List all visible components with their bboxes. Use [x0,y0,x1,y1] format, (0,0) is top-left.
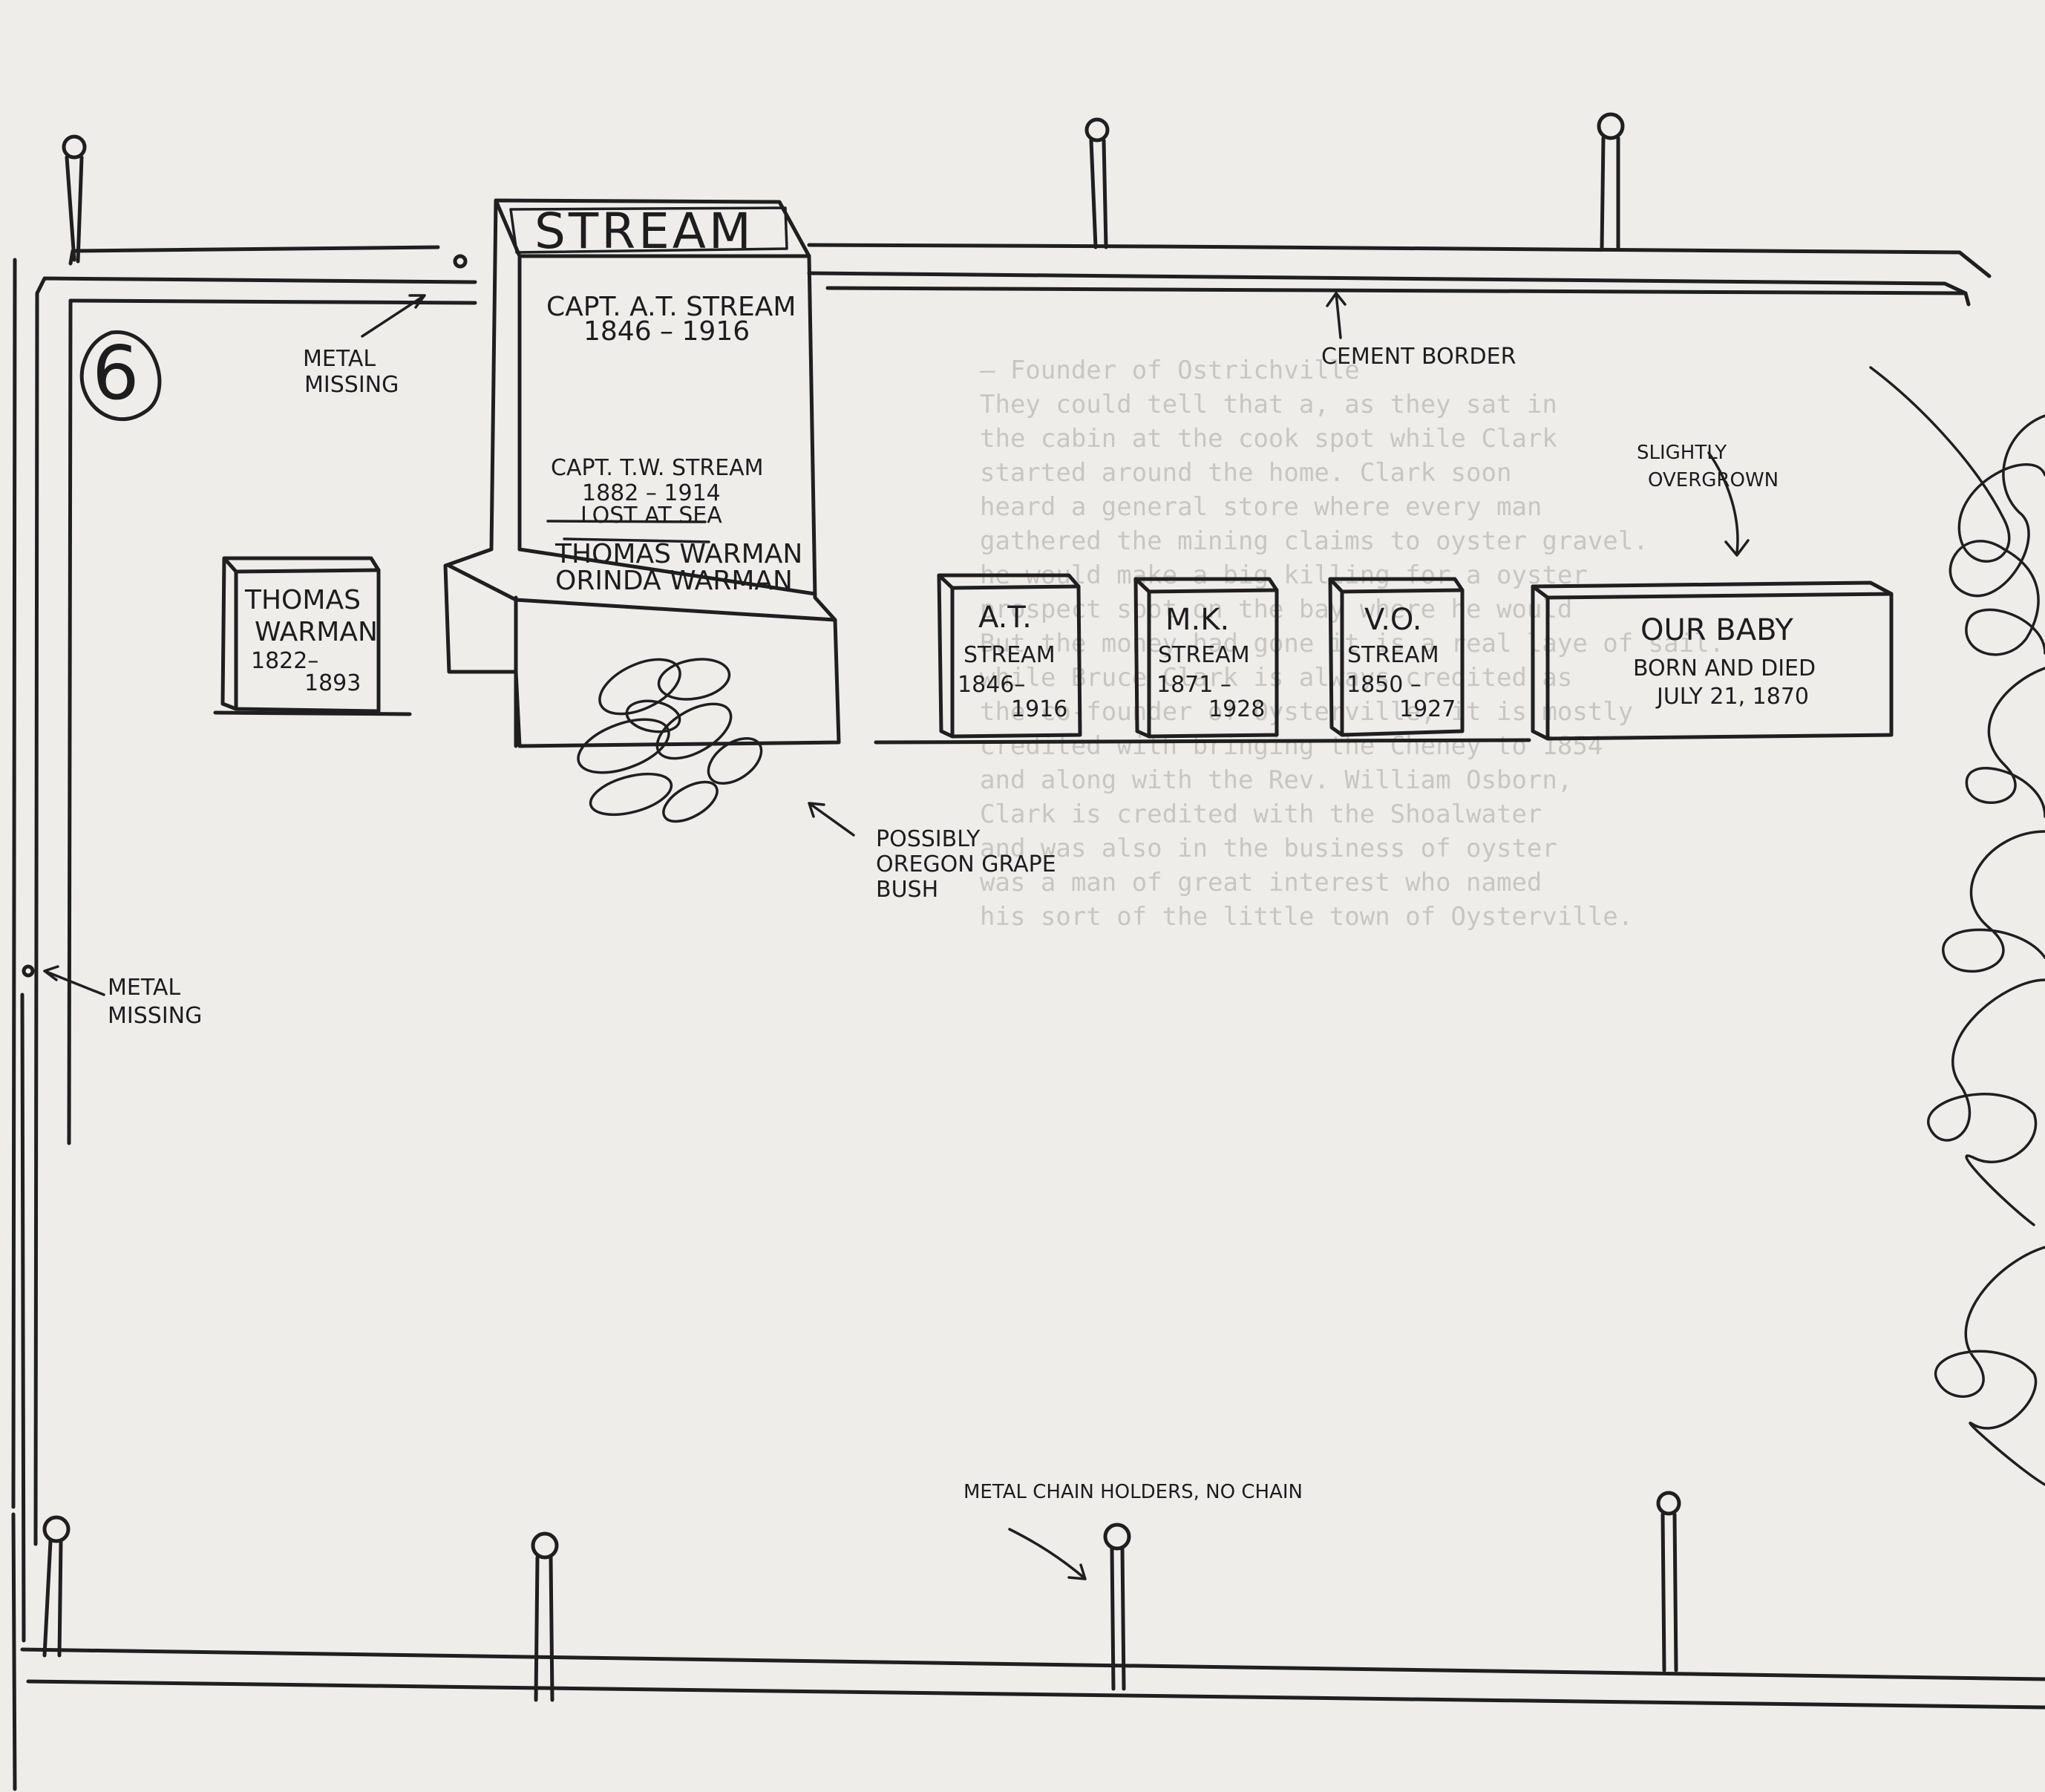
annotation-cement-border: CEMENT BORDER [1321,344,1516,370]
annotation-metal-missing-top-1: METAL [303,346,376,372]
headstone-4-line-3: 1850 – [1347,672,1421,698]
headstone-2-line-1: A.T. [978,601,1032,635]
annotation-grape-bush-1: POSSIBLY [876,826,981,852]
family-stone-line-5: LOST AT SEA [580,503,722,529]
bleed-line: and was also in the business of oyster [980,834,1557,863]
bleed-line: the cabin at the cook spot while Clark [980,424,1557,454]
headstone-vo-stream [1328,577,1465,737]
headstone-1-line-1: THOMAS [244,585,361,615]
bleed-line: his sort of the little town of Oystervil… [980,902,1633,932]
annotation-grape-bush-3: BUSH [876,877,938,903]
annotation-arrows [43,292,1750,1580]
headstone-row-base [874,738,1531,745]
headstone-3-line-2: STREAM [1158,642,1250,668]
annotation-slightly-overgrown-1: SLIGHTLY [1637,442,1727,464]
bleed-line: Clark is credited with the Shoalwater [980,799,1542,829]
annotation-metal-missing-top-2: MISSING [304,372,399,398]
annotation-metal-missing-left-1: METAL [108,975,180,1001]
overgrowth-scribble [1869,366,2045,1486]
bleed-line: and along with the Rev. William Osborn, [980,765,1572,795]
headstone-2-line-2: STREAM [963,642,1056,668]
annotation-chain-holders: METAL CHAIN HOLDERS, NO CHAIN [963,1481,1303,1503]
family-stone-line-3: CAPT. T.W. STREAM [551,455,764,481]
annotation-grape-bush-2: OREGON GRAPE [876,851,1056,877]
annotation-slightly-overgrown-2: OVERGROWN [1648,469,1779,491]
annotation-metal-missing-left-2: MISSING [108,1003,202,1029]
headstone-5-line-2: BORN AND DIED [1633,655,1816,681]
headstone-4-line-1: V.O. [1364,603,1422,637]
cement-border [11,243,2045,1791]
family-stone-line-4: 1882 – 1914 [582,480,721,506]
stream-family-monument [443,198,841,748]
bleed-line: — Founder of Ostrichville [980,356,1360,385]
headstone-5-line-1: OUR BABY [1640,613,1793,647]
plot-number-circle: 6 [79,330,162,422]
headstone-2-line-4: 1916 [1011,696,1067,722]
headstone-2-line-3: 1846– [958,672,1025,698]
oregon-grape-bush-sketch [577,658,763,823]
plot-number: 6 [92,330,140,416]
family-stone-line-1: CAPT. A.T. STREAM [546,292,796,322]
bleed-line: gathered the mining claims to oyster gra… [980,526,1649,556]
family-stone-line-6: THOMAS WARMAN [554,539,802,569]
headstone-1-line-2: WARMAN [255,617,378,647]
family-stone-line-7: ORINDA WARMAN [555,566,793,596]
headstone-3-line-3: 1871 – [1156,672,1231,698]
headstone-1-line-4: 1893 [304,670,361,696]
bleed-line: They could tell that a, as they sat in [980,390,1557,419]
bleed-line: heard a general store where every man [980,492,1542,522]
bleed-line: credited with bringing the Cheney to 185… [980,731,1603,761]
headstone-3-line-4: 1928 [1208,696,1265,722]
family-stone-name: STREAM [534,203,754,260]
headstone-1-line-3: 1822– [251,648,318,674]
bleed-line: the co-founder of Oysterville, it is mos… [980,697,1633,727]
family-stone-line-2: 1846 – 1916 [583,316,750,347]
bleed-line: was a man of great interest who named [980,868,1542,897]
headstone-our-baby [1531,581,1894,741]
headstone-4-line-4: 1927 [1399,696,1456,722]
headstone-mk-stream [1133,577,1279,739]
headstone-3-line-1: M.K. [1165,603,1229,637]
headstone-thomas-warman [213,556,412,716]
headstone-4-line-2: STREAM [1347,642,1439,668]
bleed-line: But the money had gone it is a real laye… [980,629,1724,658]
headstone-at-stream [937,573,1082,739]
bleed-line: he would make a big killing for a oyster [980,560,1588,590]
bleed-line: started around the home. Clark soon [980,458,1511,488]
headstone-5-line-3: JULY 21, 1870 [1655,684,1809,710]
chain-holder-posts [22,112,1681,1702]
